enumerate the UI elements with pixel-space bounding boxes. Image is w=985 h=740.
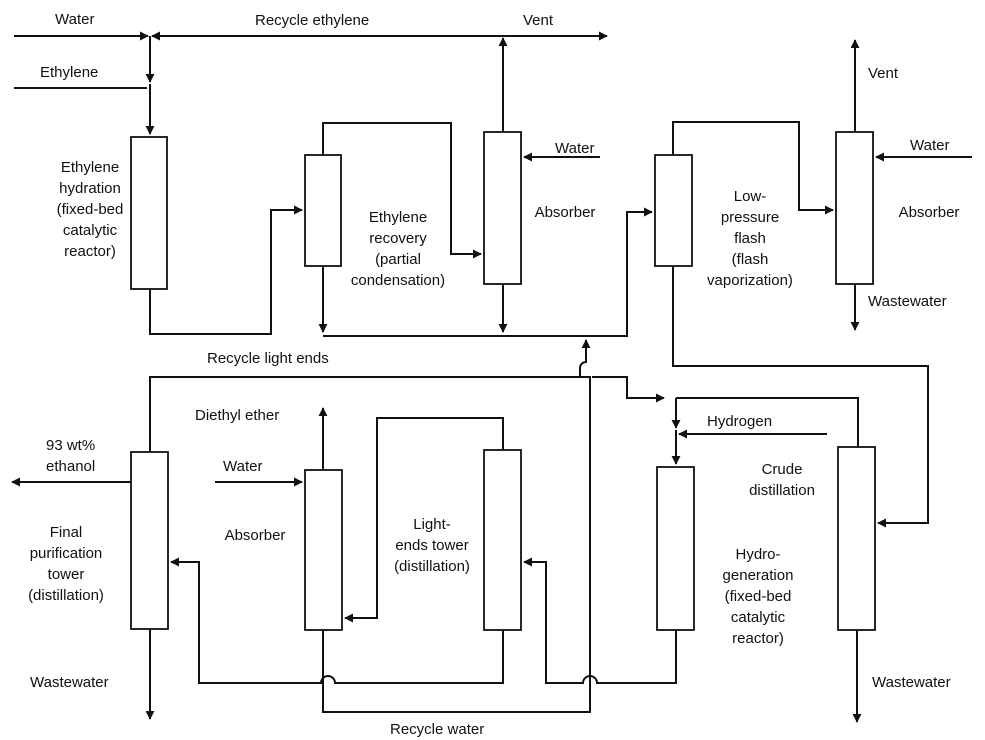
svg-text:Absorber: Absorber: [899, 204, 960, 221]
crude-distillation-label: Crude distillation: [749, 461, 815, 499]
ethanol-product-label-line1: 93 wt%: [46, 437, 95, 454]
svg-text:pressure: pressure: [721, 209, 779, 226]
svg-text:Hydro-: Hydro-: [735, 546, 780, 563]
svg-text:reactor): reactor): [64, 243, 116, 260]
wastewater-label-3: Wastewater: [872, 674, 951, 691]
upper-flow-lines: [14, 31, 972, 528]
hydrogenation-reactor-vessel: [656, 466, 695, 631]
svg-text:Light-: Light-: [413, 516, 451, 533]
svg-text:(fixed-bed: (fixed-bed: [725, 588, 792, 605]
svg-text:hydration: hydration: [59, 180, 121, 197]
ethylene-recovery-vessel: [304, 154, 342, 267]
water-absorber-2-label: Water: [910, 137, 949, 154]
hydrogen-label: Hydrogen: [707, 413, 772, 430]
hydration-reactor-vessel: [130, 136, 168, 290]
svg-text:flash: flash: [734, 230, 766, 247]
vent-label-1: Vent: [523, 12, 554, 29]
svg-text:Absorber: Absorber: [225, 527, 286, 544]
svg-text:catalytic: catalytic: [63, 222, 118, 239]
ethylene-feed-label: Ethylene: [40, 64, 98, 81]
recycle-light-ends-label: Recycle light ends: [207, 350, 329, 367]
absorber-2-label: Absorber: [899, 204, 960, 221]
water-absorber-1-label: Water: [555, 140, 594, 157]
svg-text:purification: purification: [30, 545, 103, 562]
svg-text:Ethylene: Ethylene: [369, 209, 427, 226]
absorber-3-label: Absorber: [225, 527, 286, 544]
absorber-3-vessel: [304, 469, 343, 631]
absorber-1-label: Absorber: [535, 204, 596, 221]
lower-flow-lines: [11, 339, 862, 723]
svg-text:(fixed-bed: (fixed-bed: [57, 201, 124, 218]
diethyl-ether-label: Diethyl ether: [195, 407, 279, 424]
svg-text:recovery: recovery: [369, 230, 427, 247]
hydrogenation-reactor-label: Hydro- generation (fixed-bed catalytic r…: [723, 546, 794, 647]
svg-text:Absorber: Absorber: [535, 204, 596, 221]
svg-text:(distillation): (distillation): [28, 587, 104, 604]
wastewater-label-1: Wastewater: [868, 293, 947, 310]
svg-text:Low-: Low-: [734, 188, 767, 205]
light-ends-tower-vessel: [483, 449, 522, 631]
svg-text:(flash: (flash: [732, 251, 769, 268]
final-purification-label: Final purification tower (distillation): [28, 524, 104, 604]
vent-label-2: Vent: [868, 65, 899, 82]
ethylene-recovery-label: Ethylene recovery (partial condensation): [351, 209, 445, 289]
svg-text:vaporization): vaporization): [707, 272, 793, 289]
svg-text:ends tower: ends tower: [395, 537, 468, 554]
svg-text:tower: tower: [48, 566, 85, 583]
crude-distillation-vessel: [837, 446, 876, 631]
svg-text:(partial: (partial: [375, 251, 421, 268]
low-pressure-flash-label: Low- pressure flash (flash vaporization): [707, 188, 793, 289]
svg-text:(distillation): (distillation): [394, 558, 470, 575]
hydration-reactor-label: Ethylene hydration (fixed-bed catalytic …: [57, 159, 124, 260]
svg-text:catalytic: catalytic: [731, 609, 786, 626]
final-purification-vessel: [130, 451, 169, 630]
svg-text:Crude: Crude: [762, 461, 803, 478]
absorber-1-vessel: [483, 131, 522, 285]
svg-text:Final: Final: [50, 524, 83, 541]
light-ends-tower-label: Light- ends tower (distillation): [394, 516, 470, 575]
low-pressure-flash-vessel: [654, 154, 693, 267]
water-absorber-3-label: Water: [223, 458, 262, 475]
svg-text:Ethylene: Ethylene: [61, 159, 119, 176]
svg-text:distillation: distillation: [749, 482, 815, 499]
recycle-ethylene-label: Recycle ethylene: [255, 12, 369, 29]
water-feed-label: Water: [55, 11, 94, 28]
svg-text:condensation): condensation): [351, 272, 445, 289]
ethanol-product-label-line2: ethanol: [46, 458, 95, 475]
svg-text:reactor): reactor): [732, 630, 784, 647]
svg-text:generation: generation: [723, 567, 794, 584]
absorber-2-vessel: [835, 131, 874, 285]
recycle-water-label: Recycle water: [390, 721, 484, 738]
wastewater-label-2: Wastewater: [30, 674, 109, 691]
